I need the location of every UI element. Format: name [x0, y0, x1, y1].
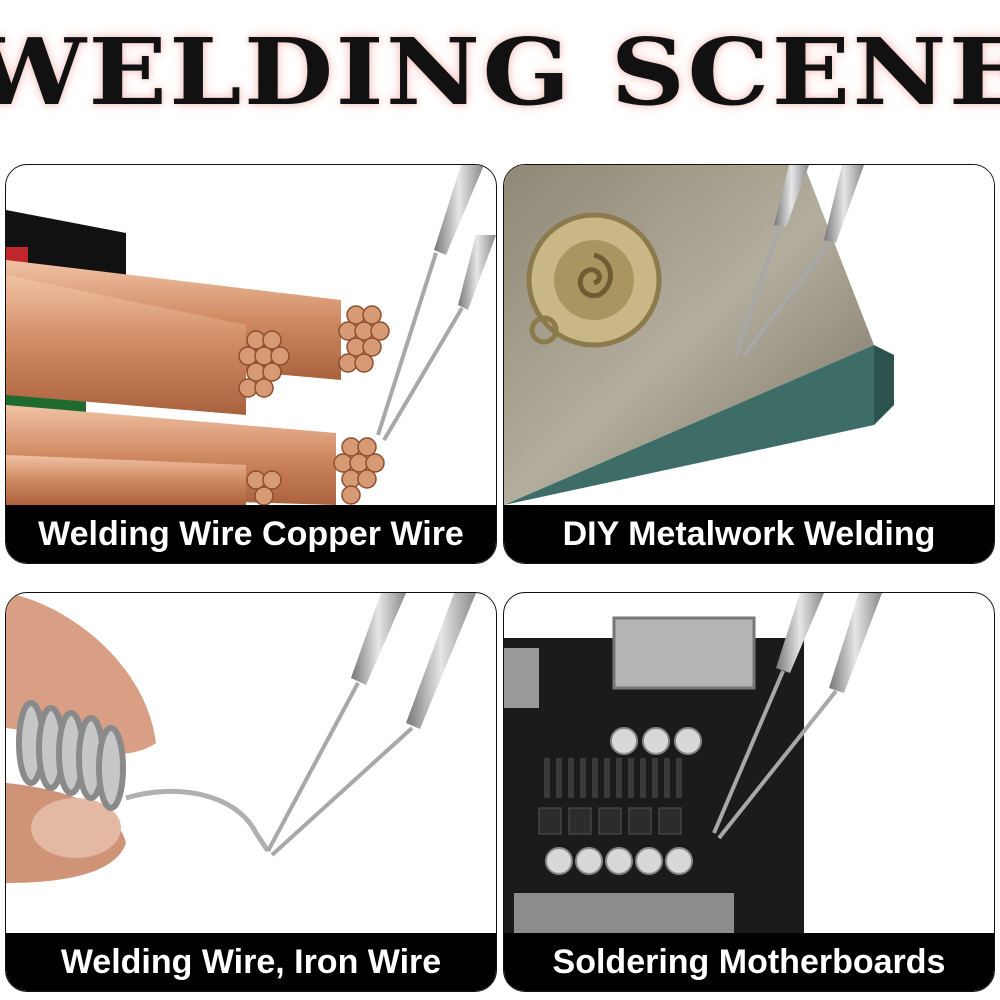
caption-metalwork: DIY Metalwork Welding — [504, 505, 994, 563]
iron-wire-image — [6, 593, 476, 883]
page-title: WELDING SCENE — [0, 18, 1000, 126]
caption-copper-wire: Welding Wire Copper Wire — [6, 505, 496, 563]
caption-motherboard: Soldering Motherboards — [504, 933, 994, 991]
panel-metalwork: DIY Metalwork Welding — [503, 164, 995, 564]
panel-copper-wire: Welding Wire Copper Wire — [5, 164, 497, 564]
metalwork-image — [504, 165, 994, 505]
panel-iron-wire: Welding Wire, Iron Wire — [5, 592, 497, 992]
motherboard-image — [504, 593, 882, 933]
copper-wire-image — [6, 165, 496, 506]
panel-motherboard: Soldering Motherboards — [503, 592, 995, 992]
caption-iron-wire: Welding Wire, Iron Wire — [6, 933, 496, 991]
